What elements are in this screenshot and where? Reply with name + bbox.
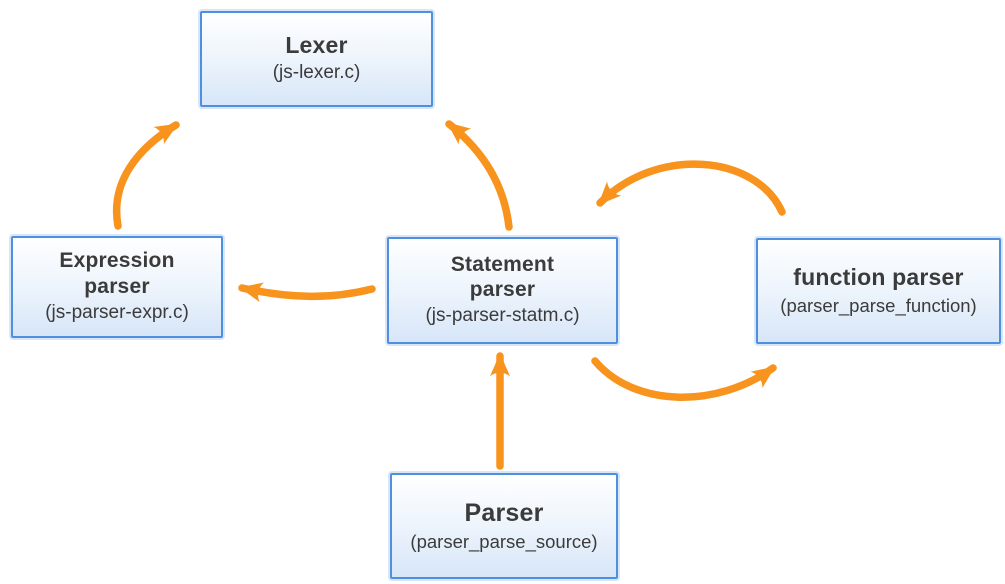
arrow-function-parser-to-statement-parser [596, 160, 786, 216]
node-statement-parser: Statement parser (js-parser-statm.c) [387, 237, 618, 344]
node-expression-parser-title: Expression parser [59, 249, 175, 298]
node-function-parser-title: function parser [793, 264, 964, 291]
node-statement-parser-subtitle: (js-parser-statm.c) [425, 305, 580, 327]
arrow-statement-parser-to-expression-parser [238, 282, 376, 303]
node-function-parser: function parser (parser_parse_function) [756, 238, 1001, 344]
node-parser-subtitle: (parser_parse_source) [410, 530, 598, 552]
node-lexer: Lexer (js-lexer.c) [200, 11, 433, 107]
arrow-expression-parser-to-lexer [112, 121, 180, 230]
node-parser: Parser (parser_parse_source) [390, 473, 618, 579]
node-statement-parser-title: Statement parser [450, 252, 555, 302]
arrow-statement-parser-to-lexer [445, 120, 513, 231]
node-expression-parser-subtitle: (js-parser-expr.c) [45, 301, 189, 323]
node-parser-title: Parser [464, 498, 544, 527]
node-function-parser-subtitle: (parser_parse_function) [780, 294, 977, 316]
node-expression-parser: Expression parser (js-parser-expr.c) [11, 236, 223, 338]
node-lexer-title: Lexer [285, 31, 348, 58]
node-lexer-subtitle: (js-lexer.c) [272, 62, 361, 84]
arrow-statement-parser-to-function-parser [591, 357, 777, 401]
